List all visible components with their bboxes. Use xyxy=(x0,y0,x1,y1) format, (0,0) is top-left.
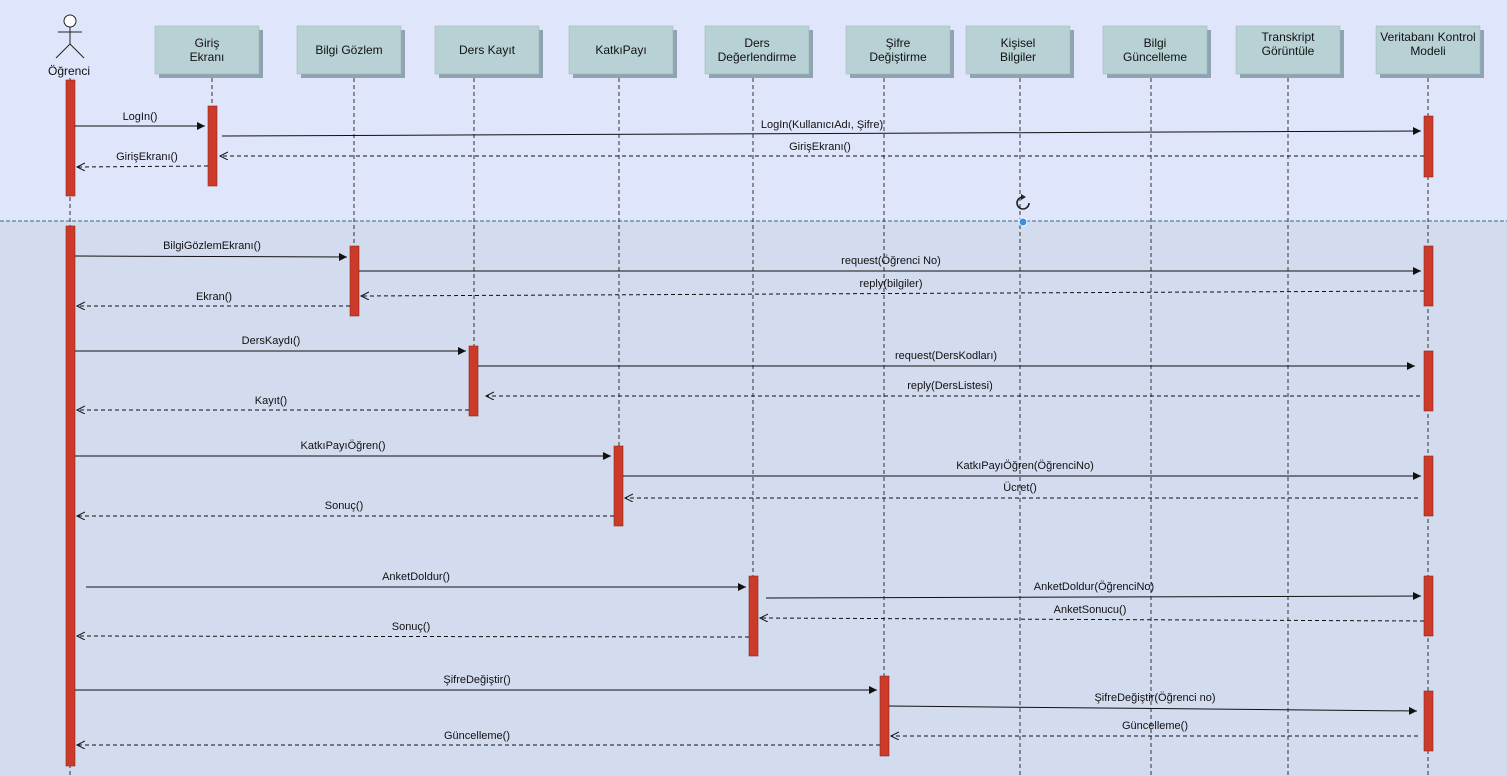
activation-ders-kayit[interactable] xyxy=(468,345,479,417)
participant-katki-payi[interactable]: KatkıPayı xyxy=(568,25,677,78)
participant-box xyxy=(845,25,951,75)
participant-box xyxy=(434,25,540,75)
message-label: DersKaydı() xyxy=(242,335,301,347)
participant-label: Değerlendirme xyxy=(718,50,797,64)
message-label: Ücret() xyxy=(1003,482,1037,494)
participant-label: Veritabanı Kontrol xyxy=(1380,30,1475,44)
message-return[interactable] xyxy=(77,636,750,637)
participant-label: Ekranı xyxy=(190,50,225,64)
activations xyxy=(65,79,1434,767)
participant-box xyxy=(1102,25,1208,75)
message-label: KatkıPayıÖğren() xyxy=(301,440,386,452)
participant-label: Modeli xyxy=(1410,44,1445,58)
message-label: Sonuç() xyxy=(392,621,431,633)
message-label: request(Öğrenci No) xyxy=(841,255,941,267)
activation-giris[interactable] xyxy=(207,105,218,187)
message-label: LogIn(KullanıcıAdı, Şifre) xyxy=(761,119,883,131)
activation-ders-degerlendirme[interactable] xyxy=(748,575,759,657)
activation-sifre-degistirme[interactable] xyxy=(879,675,890,757)
participant-kisisel-bilgiler[interactable]: Kişisel Bilgiler xyxy=(965,25,1074,78)
participant-box xyxy=(1375,25,1481,75)
participant-box xyxy=(965,25,1071,75)
activation-veritabani-4[interactable] xyxy=(1423,455,1434,517)
actor-head xyxy=(63,14,77,28)
participant-label: Değiştirme xyxy=(869,50,927,64)
activation-veritabani-5[interactable] xyxy=(1423,575,1434,637)
participant-label: Görüntüle xyxy=(1262,44,1315,58)
participant-veritabani[interactable]: Veritabanı Kontrol Modeli xyxy=(1375,25,1484,78)
message-label: AnketDoldur(ÖğrenciNo) xyxy=(1034,581,1154,593)
participant-label: Ders Kayıt xyxy=(459,43,516,57)
participant-bilgi-gozlem[interactable]: Bilgi Gözlem xyxy=(296,25,405,78)
participant-giris[interactable]: Giriş Ekranı xyxy=(154,25,263,78)
message-label: ŞifreDeğiştir(Öğrenci no) xyxy=(1094,692,1215,704)
activation-actor-1[interactable] xyxy=(65,79,76,197)
activation-veritabani-3[interactable] xyxy=(1423,350,1434,412)
participant-box xyxy=(154,25,260,75)
activation-katki-payi[interactable] xyxy=(613,445,624,527)
message-label: KatkıPayıÖğren(ÖğrenciNo) xyxy=(956,460,1094,472)
participant-label: Giriş xyxy=(195,36,220,50)
message-label: GirişEkranı() xyxy=(116,151,178,163)
message-label: GirişEkranı() xyxy=(789,141,851,153)
participant-ders-kayit[interactable]: Ders Kayıt xyxy=(434,25,543,78)
activation-veritabani-1[interactable] xyxy=(1423,115,1434,178)
participant-label: Bilgi Gözlem xyxy=(315,43,382,57)
message-label: Sonuç() xyxy=(325,500,364,512)
participant-bilgi-guncelleme[interactable]: Bilgi Güncelleme xyxy=(1102,25,1211,78)
message-label: ŞifreDeğiştir() xyxy=(443,674,510,686)
participant-sifre-degistirme[interactable]: Şifre Değiştirme xyxy=(845,25,954,78)
message-label: reply(bilgiler) xyxy=(860,278,923,290)
message-label: BilgiGözlemEkranı() xyxy=(163,240,261,252)
activation-veritabani-6[interactable] xyxy=(1423,690,1434,752)
participant-label: Şifre xyxy=(886,36,911,50)
message-return[interactable] xyxy=(77,166,209,167)
message-label: Ekran() xyxy=(196,291,232,303)
message-label: Kayıt() xyxy=(255,395,287,407)
message-arrow[interactable] xyxy=(888,705,1418,715)
message-label: Güncelleme() xyxy=(444,730,510,742)
participant-box xyxy=(1235,25,1341,75)
participant-label: Bilgi xyxy=(1144,36,1167,50)
activation-bilgi-gozlem[interactable] xyxy=(349,245,360,317)
rotate-icon[interactable] xyxy=(1016,194,1030,210)
participant-label: Bilgiler xyxy=(1000,50,1036,64)
activation-actor-2[interactable] xyxy=(65,225,76,767)
message-label: AnketDoldur() xyxy=(382,571,450,583)
participant-box xyxy=(568,25,674,75)
message-return[interactable] xyxy=(760,618,1425,621)
message-arrow[interactable] xyxy=(74,252,348,261)
message-label: reply(DersListesi) xyxy=(907,380,993,392)
message-arrow[interactable] xyxy=(765,592,1422,601)
participant-label: Güncelleme xyxy=(1123,50,1187,64)
message-arrow[interactable] xyxy=(221,127,1422,137)
message-label: AnketSonucu() xyxy=(1054,604,1127,616)
actor-leg-left xyxy=(55,43,71,59)
message-return[interactable] xyxy=(361,290,1425,296)
message-label: Güncelleme() xyxy=(1122,720,1188,732)
message-label: LogIn() xyxy=(123,111,158,123)
handle-dot-icon[interactable] xyxy=(1018,217,1028,227)
participant-label: Transkript xyxy=(1262,30,1316,44)
messages: LogIn() LogIn(KullanıcıAdı, Şifre) Giriş… xyxy=(74,111,1425,745)
message-label: request(DersKodları) xyxy=(895,350,997,362)
actor-label: Öğrenci xyxy=(48,64,90,78)
participant-transkript[interactable]: Transkript Görüntüle xyxy=(1235,25,1344,78)
participant-box xyxy=(704,25,810,75)
participant-label: KatkıPayı xyxy=(595,43,646,57)
activation-veritabani-2[interactable] xyxy=(1423,245,1434,307)
actor-leg-right xyxy=(69,43,85,59)
participant-label: Kişisel xyxy=(1001,36,1036,50)
participant-label: Ders xyxy=(744,36,769,50)
participant-box xyxy=(296,25,402,75)
participant-ders-degerlendirme[interactable]: Ders Değerlendirme xyxy=(704,25,813,78)
actor-ogrenci[interactable]: Öğrenci xyxy=(48,14,90,78)
